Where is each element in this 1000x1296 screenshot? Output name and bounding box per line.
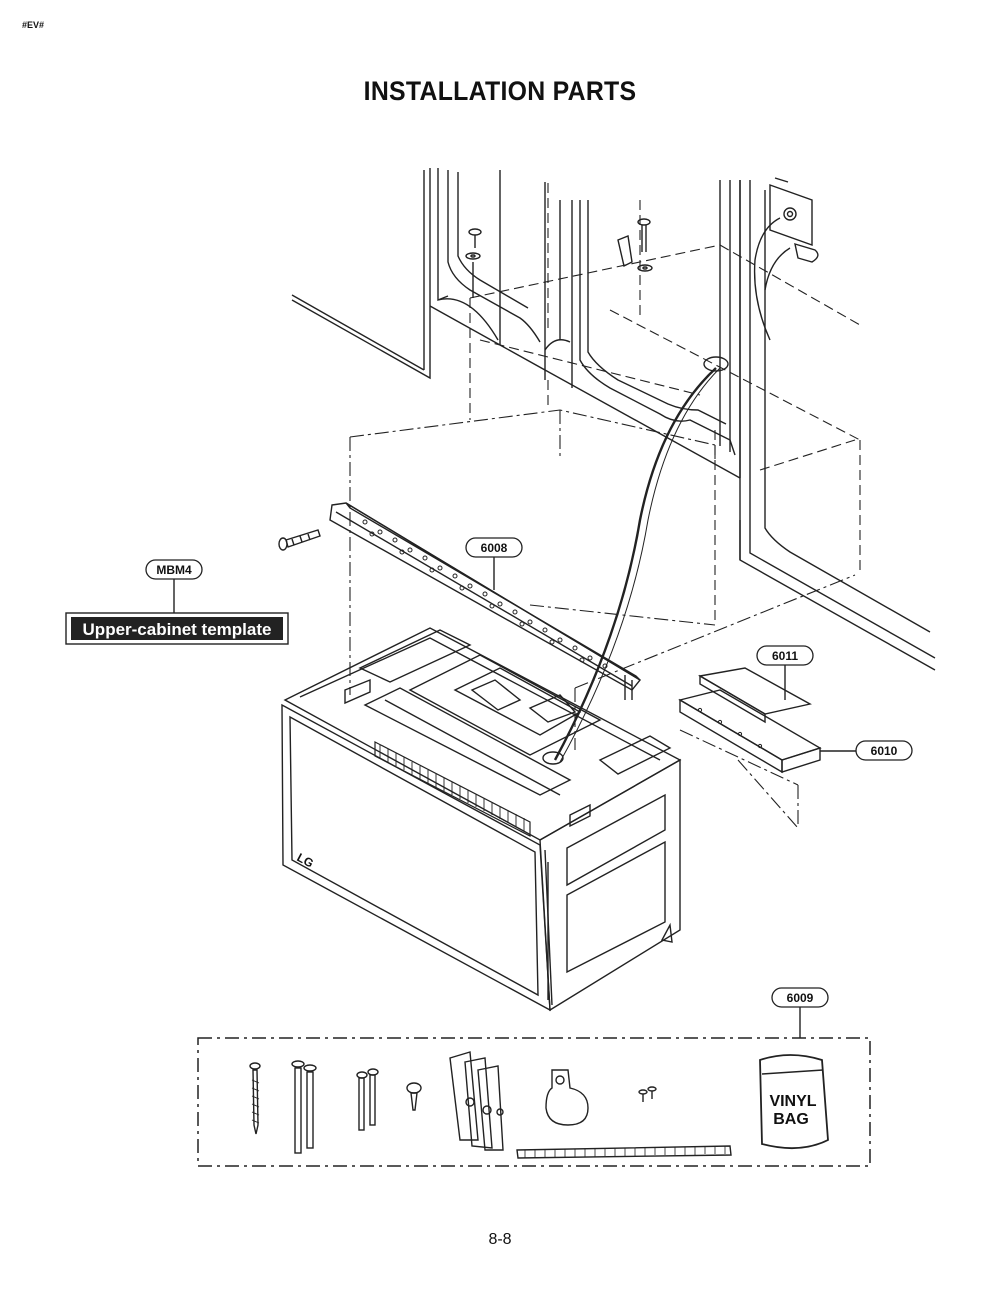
exhaust-adapter-6010 (678, 689, 822, 774)
hardware-kit-box (197, 1037, 871, 1167)
callout-6008-text: 6008 (481, 541, 508, 555)
callout-6011: 6011 (756, 645, 814, 666)
callout-6008: 6008 (465, 537, 523, 558)
alignment-lines (349, 409, 856, 829)
callout-6009: 6009 (771, 987, 829, 1008)
upper-cabinet-template-label: Upper-cabinet template (65, 612, 289, 645)
cabinet-screws (465, 218, 653, 298)
microwave-oven (281, 627, 682, 1012)
corner-code: #EV# (22, 20, 45, 30)
hardware-kit-items (249, 1051, 829, 1159)
plate-screw (278, 529, 321, 551)
callout-6010: 6010 (855, 740, 913, 761)
vinyl-bag-line1: VINYL (769, 1093, 816, 1110)
power-cord (553, 356, 729, 763)
page-number: 8-8 (488, 1231, 512, 1248)
callout-6011-text: 6011 (772, 649, 798, 663)
mounting-plate (329, 502, 642, 700)
damper-cover-6011 (698, 667, 812, 724)
callout-mbm4-text: MBM4 (156, 563, 192, 577)
wall-outlet (753, 177, 819, 341)
callout-6009-text: 6009 (787, 991, 814, 1005)
callout-mbm4: MBM4 (145, 559, 203, 580)
oven-logo: LG (295, 850, 316, 870)
wall-cabinets (291, 168, 936, 671)
page-title: INSTALLATION PARTS (363, 76, 637, 106)
callout-6010-text: 6010 (871, 744, 898, 758)
vinyl-bag-line2: BAG (773, 1111, 809, 1128)
upper-cabinet-template-text: Upper-cabinet template (83, 620, 272, 639)
